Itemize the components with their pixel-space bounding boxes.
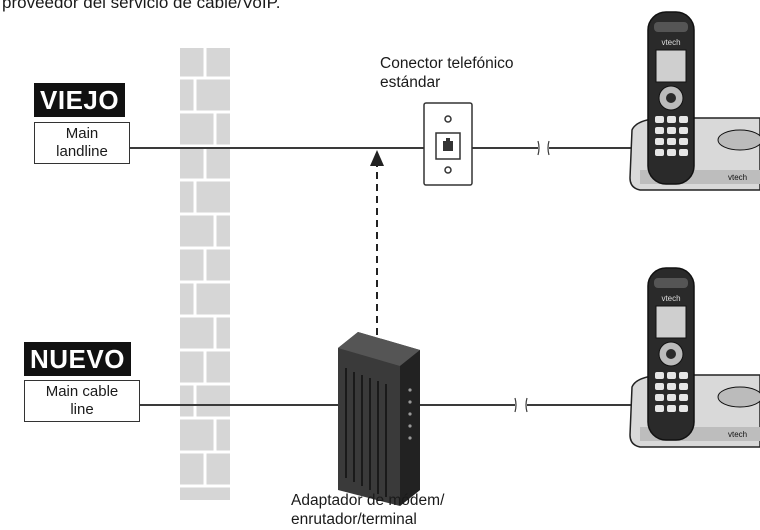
dashed-arrow bbox=[370, 150, 384, 335]
old-line-label-1: Main bbox=[65, 125, 99, 142]
old-line-label-2: landline bbox=[56, 143, 108, 160]
svg-text:vtech: vtech bbox=[728, 430, 747, 439]
old-badge: VIEJO bbox=[34, 83, 126, 117]
new-line-label: Main cable line bbox=[24, 380, 140, 422]
jack-caption-2: estándar bbox=[380, 74, 441, 91]
cordless-phone-old-icon: vtech vtech bbox=[629, 11, 760, 191]
cordless-phone-new-icon: vtech vtech bbox=[629, 267, 760, 448]
new-line-label-1: Main cable bbox=[45, 383, 119, 400]
modem-icon bbox=[338, 332, 420, 506]
new-line-label-2: line bbox=[70, 401, 94, 418]
modem-caption-2: enrutador/terminal bbox=[291, 511, 417, 528]
modem-caption-1: Adaptador de módem/ bbox=[291, 492, 445, 509]
svg-text:vtech: vtech bbox=[728, 173, 747, 182]
svg-text:vtech: vtech bbox=[661, 294, 680, 303]
old-line-wire bbox=[130, 140, 640, 156]
jack-caption: Conector telefónico estándar bbox=[380, 54, 514, 92]
old-line-label: Main landline bbox=[34, 122, 130, 164]
new-badge: NUEVO bbox=[24, 342, 131, 376]
modem-caption: Adaptador de módem/ enrutador/terminal bbox=[291, 491, 444, 529]
header-text: proveedor del servicio de cable/VoIP. bbox=[2, 0, 281, 12]
new-line-wire bbox=[140, 397, 640, 413]
brick-wall bbox=[180, 48, 230, 500]
wall-jack-icon bbox=[423, 102, 473, 186]
svg-text:vtech: vtech bbox=[661, 38, 680, 47]
jack-caption-1: Conector telefónico bbox=[380, 55, 514, 72]
